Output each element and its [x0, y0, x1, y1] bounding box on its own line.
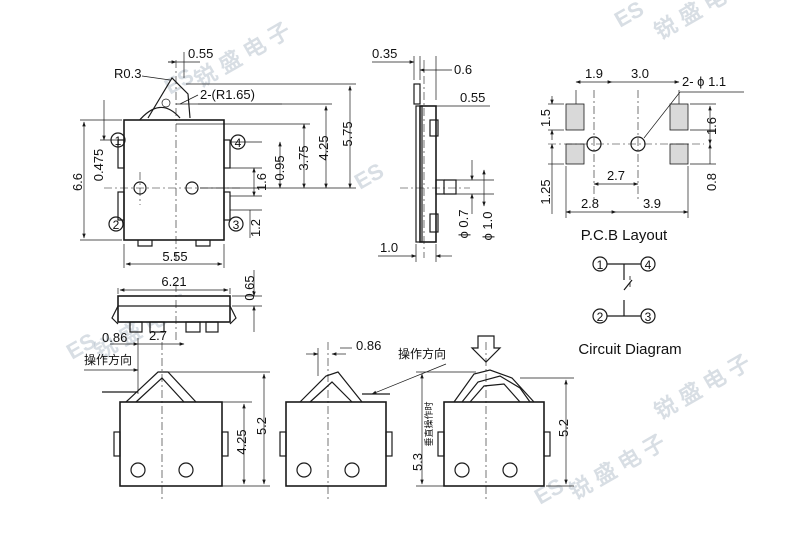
pcb-dim-0.8: 0.8 — [704, 173, 719, 191]
circuit-pin-2: 2 — [597, 310, 604, 324]
dim-1.6-right: 1.6 — [254, 173, 269, 191]
op-dim-2.7: 2.7 — [149, 328, 167, 343]
op-label-vertical: 垂直操作时 — [423, 401, 434, 446]
watermark-cn: 锐 盛 电 子 — [565, 430, 670, 505]
dim-0.35: 0.35 — [372, 46, 397, 61]
pcb-dim-1.25: 1.25 — [538, 179, 553, 204]
circuit-pin-1: 1 — [597, 258, 604, 272]
pin-label-4: 4 — [235, 136, 242, 150]
op-dim-5.2-a: 5.2 — [254, 417, 269, 435]
dim-4.25: 4.25 — [316, 135, 331, 160]
pcb-dim-1.9: 1.9 — [585, 66, 603, 81]
op-dim-4.25: 4.25 — [234, 429, 249, 454]
dim-0.6: 0.6 — [454, 62, 472, 77]
pcb-dim-1.5: 1.5 — [538, 109, 553, 127]
dim-5.55: 5.55 — [162, 249, 187, 264]
dim-0.55-top: 0.55 — [188, 46, 213, 61]
op-label-direction-a: 操作方向 — [84, 352, 132, 367]
watermark-es: ES — [610, 0, 648, 32]
pin-label-1: 1 — [115, 134, 122, 148]
watermark-es: ES — [350, 158, 388, 194]
dim-3.75: 3.75 — [296, 145, 311, 170]
op-dim-5.3: 5.3 — [410, 453, 425, 471]
dim-0.55-side: 0.55 — [460, 90, 485, 105]
switch-body-top — [123, 119, 225, 241]
operation-view-3: 5.3 垂直操作时 5.2 — [410, 335, 574, 500]
pcb-dim-1.6: 1.6 — [704, 117, 719, 135]
dim-5.75: 5.75 — [340, 121, 355, 146]
pcb-dim-3.9: 3.9 — [643, 196, 661, 211]
pin-label-2: 2 — [113, 218, 120, 232]
operation-view-1: 0.86 2.7 操作方向 4.25 5.2 — [84, 328, 270, 500]
circuit-pin-3: 3 — [645, 310, 652, 324]
front-view: 6.21 0.65 — [111, 270, 262, 340]
dim-r1.65: 2-(R1.65) — [200, 87, 255, 102]
pcb-dim-3.0: 3.0 — [631, 66, 649, 81]
pcb-dim-2.7: 2.7 — [607, 168, 625, 183]
dim-0.65: 0.65 — [242, 275, 257, 300]
pcb-layout-title: P.C.B Layout — [581, 227, 668, 244]
dim-phi1.0: ϕ 1.0 — [480, 212, 495, 241]
top-view: 1 2 3 4 0.55 R0.3 2-(R1.65) 6.6 0.475 — [70, 46, 356, 268]
op-dim-0.86-a: 0.86 — [102, 330, 127, 345]
dim-1.2: 1.2 — [248, 219, 263, 237]
op-dim-5.2-b: 5.2 — [556, 419, 571, 437]
pin-label-3: 3 — [233, 218, 240, 232]
press-arrow-icon — [470, 335, 502, 363]
circuit-diagram-title: Circuit Diagram — [578, 341, 681, 358]
watermark-cn: 锐 盛 电 子 — [650, 350, 755, 425]
dim-6.6: 6.6 — [70, 173, 85, 191]
circuit-diagram: 1 4 2 3 Circuit Diagram — [578, 256, 682, 358]
dim-1.0: 1.0 — [380, 240, 398, 255]
pcb-dim-2phi1.1: 2- ϕ 1.1 — [682, 74, 726, 89]
pcb-dim-2.8: 2.8 — [581, 196, 599, 211]
side-view: 0.35 0.6 0.55 ϕ 0.7 ϕ 1.0 1.0 — [372, 46, 495, 262]
watermark-cn: 锐 盛 电 子 — [650, 0, 755, 44]
dim-0.475: 0.475 — [91, 149, 106, 182]
operation-view-2: 0.86 操作方向 — [279, 338, 447, 500]
circuit-pin-4: 4 — [645, 258, 652, 272]
dim-6.21: 6.21 — [161, 274, 186, 289]
dim-phi0.7: ϕ 0.7 — [456, 210, 471, 239]
dim-r0.3: R0.3 — [114, 66, 141, 81]
op-label-direction-b: 操作方向 — [398, 346, 446, 361]
dim-0.95: 0.95 — [272, 155, 287, 180]
pcb-layout: 1.9 3.0 2- ϕ 1.1 1.5 1.25 1.6 0.8 2.7 2.… — [538, 66, 744, 244]
op-dim-0.86-b: 0.86 — [356, 338, 381, 353]
